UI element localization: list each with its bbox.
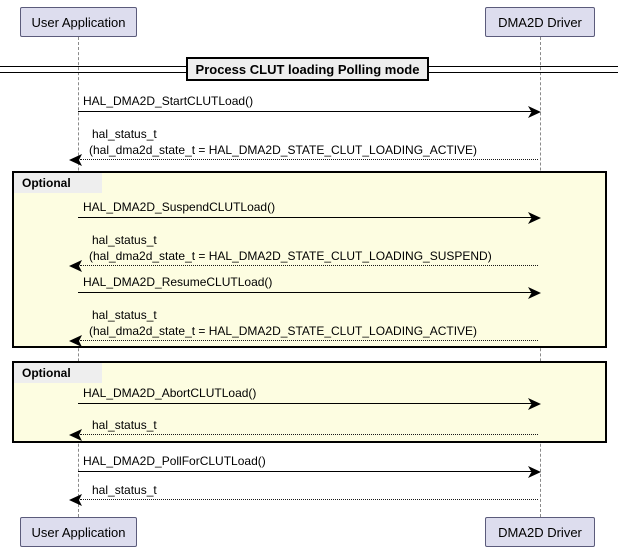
message-label-m9: HAL_DMA2D_PollForCLUTLoad()	[83, 454, 266, 468]
arrowhead-open-left-m2	[69, 154, 82, 166]
group-frame-optional-1	[12, 171, 607, 348]
message-label-m7: HAL_DMA2D_AbortCLUTLoad()	[83, 386, 257, 400]
message-line-m5	[78, 292, 538, 293]
participant-box-user-top[interactable]: User Application	[20, 7, 137, 37]
message-label-m6-line1: hal_status_t	[92, 308, 157, 322]
message-label-m3: HAL_DMA2D_SuspendCLUTLoad()	[83, 200, 276, 214]
participant-box-driver-top[interactable]: DMA2D Driver	[485, 7, 595, 37]
message-line-m7	[78, 403, 538, 404]
participant-label: User Application	[31, 524, 126, 540]
message-line-m2	[80, 159, 538, 160]
participant-label: DMA2D Driver	[498, 524, 582, 540]
message-line-m6	[80, 340, 538, 341]
arrowhead-filled-right-m9	[528, 466, 541, 478]
message-line-m9	[78, 471, 538, 472]
arrowhead-open-left-m6	[69, 335, 82, 347]
arrowhead-filled-right-m5	[528, 287, 541, 299]
group-label-optional-1: Optional	[14, 173, 102, 193]
group-frame-optional-2	[12, 361, 607, 443]
arrowhead-filled-right-m3	[528, 212, 541, 224]
message-label-m4-line1: hal_status_t	[92, 233, 157, 247]
message-label-m2-line1: hal_status_t	[92, 127, 157, 141]
message-line-m10	[80, 499, 538, 500]
participant-box-driver-bottom[interactable]: DMA2D Driver	[485, 517, 595, 547]
arrowhead-filled-right-m7	[528, 398, 541, 410]
participant-label: User Application	[31, 14, 126, 30]
message-label-m1: HAL_DMA2D_StartCLUTLoad()	[83, 94, 254, 108]
participant-label: DMA2D Driver	[498, 14, 582, 30]
message-label-m6-line2: (hal_dma2d_state_t = HAL_DMA2D_STATE_CLU…	[89, 324, 478, 338]
group-label-text: Optional	[22, 176, 71, 190]
message-line-m4	[80, 265, 538, 266]
participant-box-user-bottom[interactable]: User Application	[20, 517, 137, 547]
arrowhead-filled-right-m1	[528, 106, 541, 118]
message-label-m4-line2: (hal_dma2d_state_t = HAL_DMA2D_STATE_CLU…	[89, 249, 492, 263]
divider-title-box: Process CLUT loading Polling mode	[186, 57, 429, 81]
group-label-optional-2: Optional	[14, 363, 102, 383]
arrowhead-open-left-m4	[69, 260, 82, 272]
arrowhead-open-left-m10	[69, 494, 82, 506]
message-line-m1	[78, 111, 538, 112]
message-label-m10: hal_status_t	[92, 483, 157, 497]
message-label-m2-line2: (hal_dma2d_state_t = HAL_DMA2D_STATE_CLU…	[89, 143, 478, 157]
message-line-m8	[80, 434, 538, 435]
divider-title-label: Process CLUT loading Polling mode	[195, 61, 420, 77]
arrowhead-open-left-m8	[69, 429, 82, 441]
message-label-m5: HAL_DMA2D_ResumeCLUTLoad()	[83, 275, 273, 289]
group-label-text: Optional	[22, 366, 71, 380]
message-line-m3	[78, 217, 538, 218]
message-label-m8: hal_status_t	[92, 418, 157, 432]
